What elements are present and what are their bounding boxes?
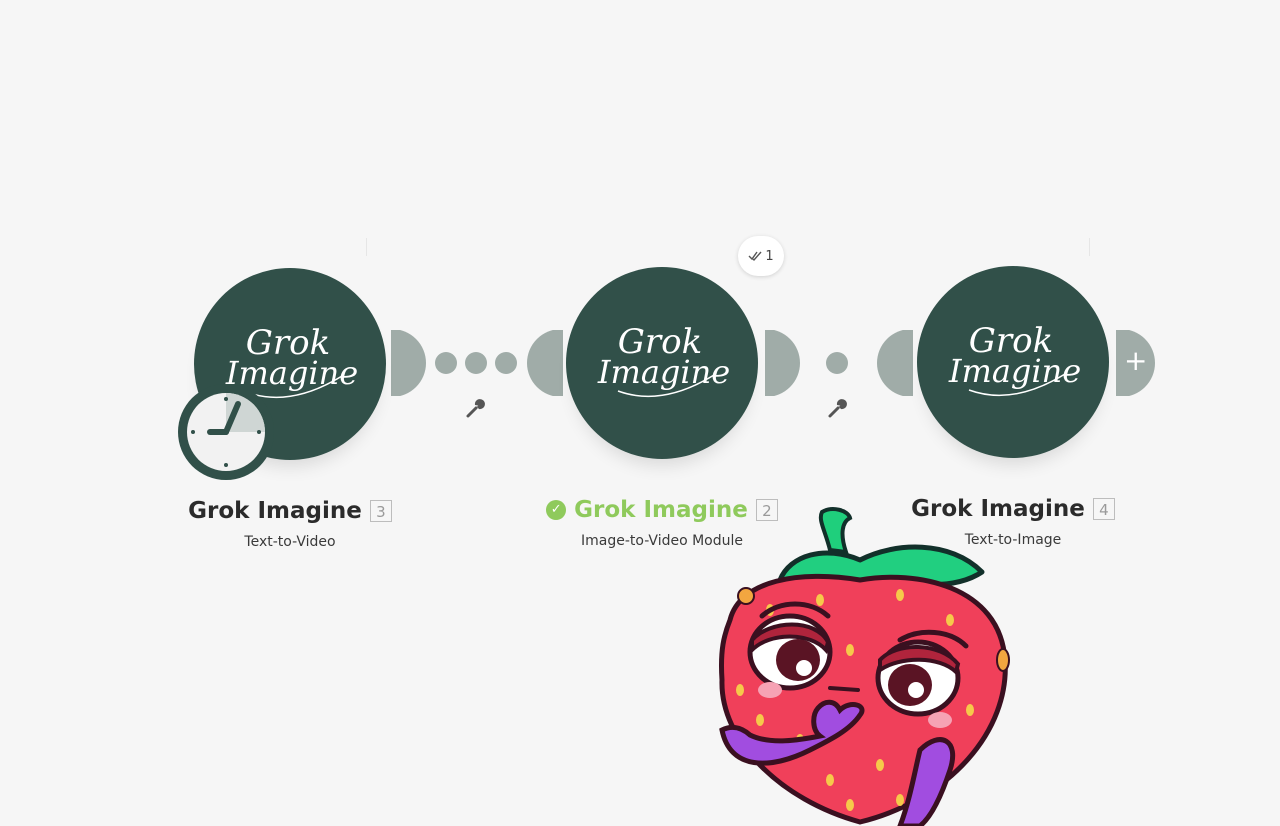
- svg-text:Grok: Grok: [618, 322, 703, 362]
- svg-text:Grok: Grok: [969, 321, 1054, 361]
- wrench-icon[interactable]: [464, 396, 488, 420]
- success-check-icon: ✓: [546, 500, 567, 520]
- module-title: ✓ Grok Imagine 2: [532, 497, 792, 523]
- svg-text:Imagine: Imagine: [597, 353, 730, 391]
- module-title-text: Grok Imagine: [188, 498, 362, 524]
- wrench-icon[interactable]: [826, 396, 850, 420]
- svg-text:Imagine: Imagine: [948, 352, 1081, 390]
- module-title: Grok Imagine 3: [160, 498, 420, 524]
- operations-count: 1: [765, 248, 774, 264]
- module-title-text: Grok Imagine: [574, 497, 748, 523]
- module-id-badge: 2: [755, 499, 778, 521]
- module-title-text: Grok Imagine: [911, 496, 1085, 522]
- grok-imagine-logo: Grok Imagine: [597, 322, 730, 398]
- module-subtitle: Image-to-Video Module: [580, 533, 744, 549]
- connection-dot[interactable]: [465, 352, 487, 374]
- svg-text:Grok: Grok: [246, 323, 331, 363]
- module-2-input-connector[interactable]: [527, 330, 563, 396]
- double-check-icon: [748, 251, 762, 262]
- clock-icon[interactable]: [176, 382, 276, 482]
- add-module-button[interactable]: +: [1116, 330, 1156, 396]
- module-3-input-connector[interactable]: [877, 330, 913, 396]
- module-title: Grok Imagine 4: [883, 496, 1143, 522]
- module-subtitle: Text-to-Image: [964, 532, 1062, 548]
- module-2-output-connector[interactable]: [765, 330, 801, 396]
- connection-dot[interactable]: [435, 352, 457, 374]
- module-subtitle: Text-to-Video: [244, 534, 336, 550]
- grok-imagine-logo: Grok Imagine: [225, 323, 358, 399]
- plus-icon: +: [1124, 344, 1148, 377]
- module-id-badge: 3: [369, 500, 392, 522]
- grok-imagine-logo: Grok Imagine: [948, 321, 1081, 397]
- module-node-image-to-video[interactable]: Grok Imagine: [566, 267, 758, 459]
- operations-count-badge[interactable]: 1: [738, 236, 784, 276]
- connection-dot[interactable]: [495, 352, 517, 374]
- connection-dot[interactable]: [826, 352, 848, 374]
- module-1-output-connector[interactable]: [391, 330, 427, 396]
- strawberry-thinking-sticker: [719, 507, 1010, 826]
- svg-text:Imagine: Imagine: [225, 354, 358, 392]
- node-top-marker: [366, 238, 367, 256]
- module-id-badge: 4: [1092, 498, 1115, 520]
- module-node-text-to-image[interactable]: Grok Imagine: [917, 266, 1109, 458]
- node-top-marker: [1089, 238, 1090, 256]
